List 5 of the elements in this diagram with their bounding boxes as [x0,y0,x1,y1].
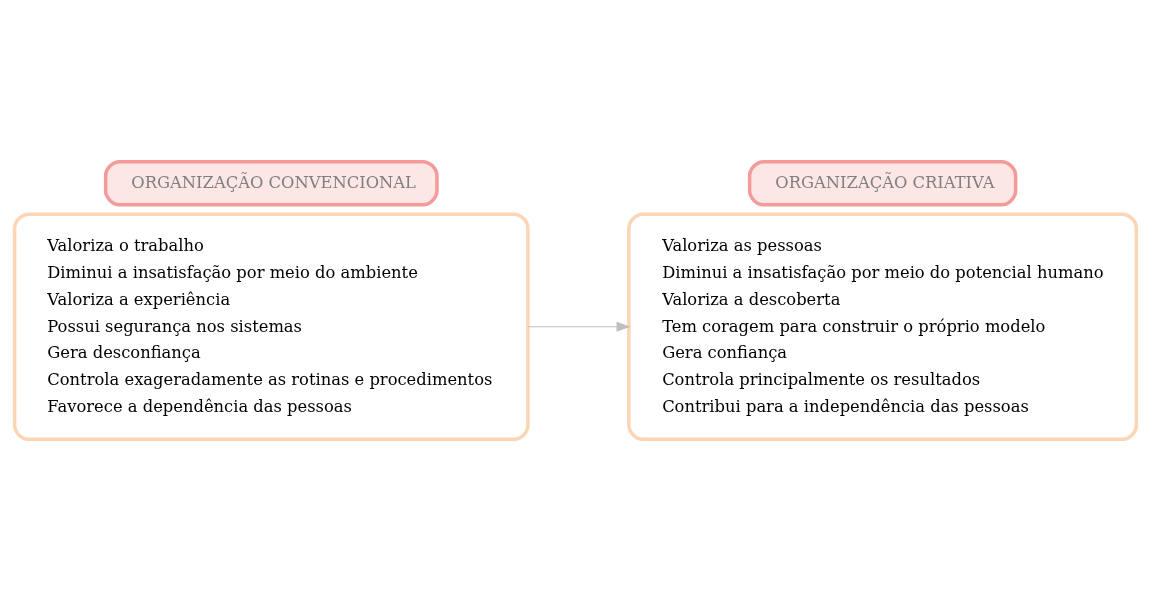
node-box: Valoriza o trabalho Diminui a insatisfação por meio do ambiente Valoriza a experiência Possui segurança nos sistemas Gera desconfiança Controla exageradamente as rotinas e procedimentos Favorece a dependência das pessoas [12,211,530,441]
node-box: Valoriza as pessoas Diminui a insatisfação por meio do potencial humano Valoriza a descoberta Tem coragem para construir o próprio modelo Gera confiança Controla principalmente os resultados Contribui para a independência das pessoas [627,211,1139,441]
node-box: ORGANIZAÇÃO CRIATIVA [747,159,1018,207]
node-box: ORGANIZAÇÃO CONVENCIONAL [103,159,439,207]
arrow [527,321,631,332]
